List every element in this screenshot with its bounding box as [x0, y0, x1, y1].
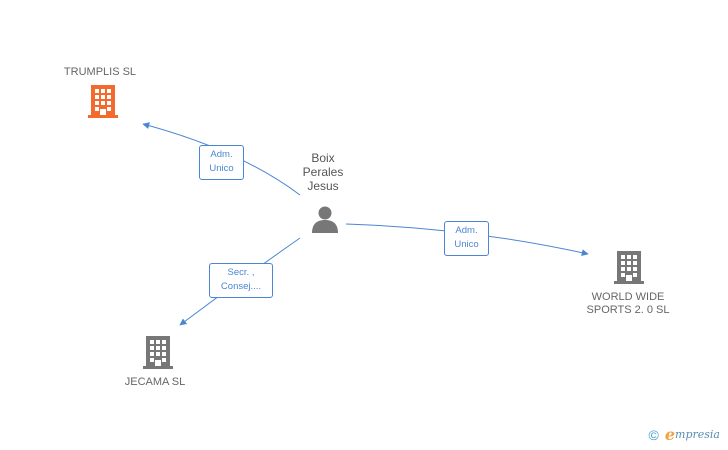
building-icon-trumplis[interactable]	[88, 85, 118, 118]
company-label-trumplis[interactable]: TRUMPLIS SL	[63, 66, 137, 78]
building-icon-jecama[interactable]	[143, 336, 173, 369]
person-label-center[interactable]: Boix Perales Jesus	[302, 151, 344, 193]
person-icon[interactable]	[312, 206, 338, 234]
edge-label-trumplis: Adm. Unico	[199, 145, 244, 180]
copyright-icon: ©	[648, 426, 659, 443]
edge-label-jecama: Secr. , Consej....	[209, 263, 273, 298]
brand-logo-text: mpresia	[675, 428, 720, 441]
brand-logo-initial: e	[664, 425, 676, 444]
company-label-jecama[interactable]: JECAMA SL	[124, 376, 186, 388]
company-label-world-wide[interactable]: WORLD WIDE SPORTS 2. 0 SL	[586, 291, 670, 316]
footer-brand: © e mpresia	[649, 425, 720, 444]
building-icon-world-wide[interactable]	[614, 251, 644, 284]
edge-label-world-wide: Adm. Unico	[444, 221, 489, 256]
